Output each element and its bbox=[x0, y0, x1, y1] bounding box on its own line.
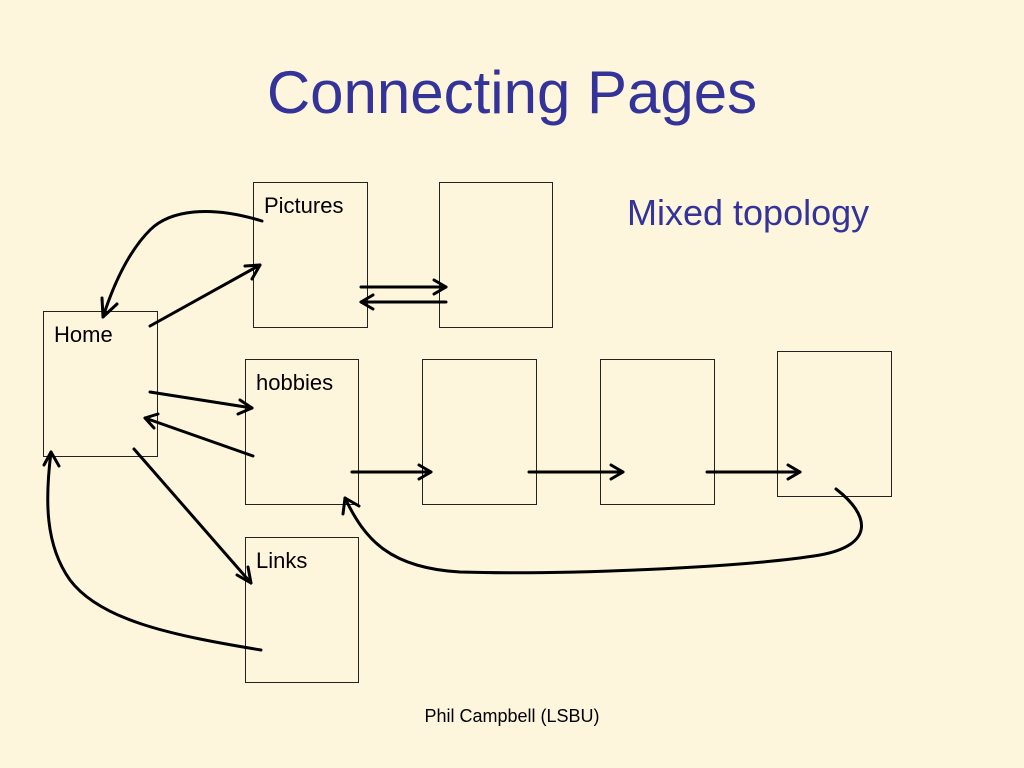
hobbies-subpage-2-box bbox=[422, 359, 537, 505]
slide-title: Connecting Pages bbox=[266, 59, 758, 126]
arrowhead-sub-to-pictures bbox=[359, 293, 375, 311]
hobbies-subpage-3-box bbox=[600, 359, 715, 505]
arrow-pictures-to-home bbox=[101, 210, 264, 319]
arrowhead-hobbies-to-home bbox=[143, 412, 160, 430]
arrowhead-pictures-to-home bbox=[100, 296, 119, 319]
arrowhead-links-to-home bbox=[42, 450, 61, 468]
arrowhead-hobbies-to-sub2 bbox=[417, 463, 433, 481]
arrow-hobbies-to-home bbox=[143, 416, 255, 458]
footer-credit: Phil Campbell (LSBU) bbox=[424, 706, 600, 726]
arrow-links-to-home bbox=[46, 450, 263, 652]
links-page-label: Links bbox=[256, 548, 308, 573]
pictures-page-label: Pictures bbox=[264, 193, 344, 218]
arrow-home-to-hobbies bbox=[148, 390, 254, 410]
home-page-box: Home bbox=[43, 311, 158, 457]
arrow-home-to-pictures bbox=[148, 263, 262, 328]
arrowhead-sub2-to-sub3 bbox=[609, 463, 625, 481]
home-page-label: Home bbox=[54, 322, 113, 347]
links-page-box: Links bbox=[245, 537, 359, 683]
pictures-subpage-box bbox=[439, 182, 553, 328]
arrow-sub4-to-hobbies bbox=[343, 487, 863, 575]
hobbies-page-box: hobbies bbox=[245, 359, 359, 505]
hobbies-page-label: hobbies bbox=[256, 370, 334, 395]
pictures-page-box: Pictures bbox=[253, 182, 368, 328]
topology-caption: Mixed topology bbox=[627, 192, 870, 233]
arrowhead-sub3-to-sub4 bbox=[786, 463, 802, 481]
arrowhead-pictures-to-sub bbox=[432, 278, 448, 296]
arrowhead-home-to-hobbies bbox=[236, 398, 254, 416]
arrowhead-sub4-to-hobbies bbox=[341, 496, 361, 516]
arrow-home-to-links bbox=[132, 447, 253, 585]
arrowhead-home-to-links bbox=[235, 565, 253, 585]
arrowhead-home-to-pictures bbox=[243, 263, 262, 281]
